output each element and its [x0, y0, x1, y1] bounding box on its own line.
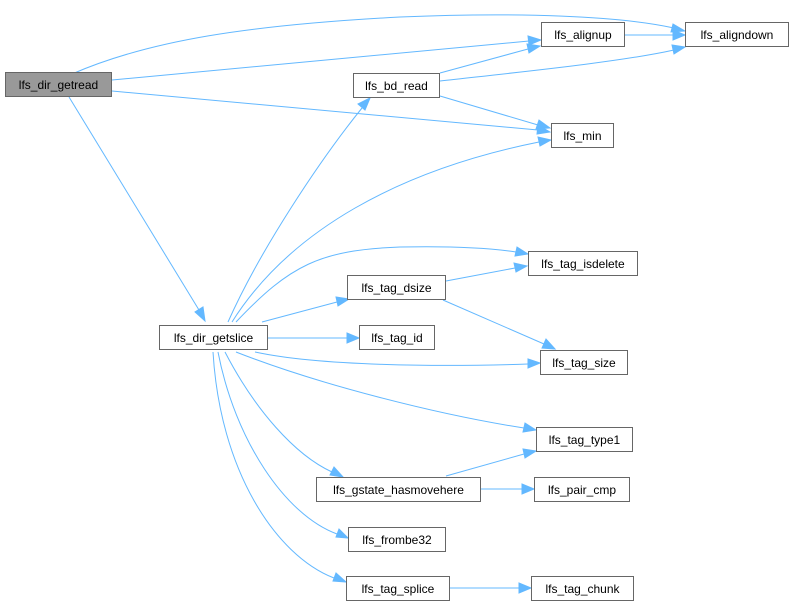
edge-getslice-isdelete-arrow [514, 246, 530, 257]
node-lfs-gstate-hasmovehere[interactable]: lfs_gstate_hasmovehere [316, 477, 481, 502]
edge-getslice-hasmovehere [224, 351, 333, 473]
edge-dsize-isdelete [445, 267, 516, 282]
edge-getslice-tagid-arrow [346, 332, 361, 344]
edge-hasmovehere-type1-arrow [522, 448, 538, 459]
edge-hasmovehere-type1 [445, 453, 525, 477]
node-lfs-tag-dsize[interactable]: lfs_tag_dsize [347, 275, 446, 300]
edge-getslice-min-arrow [537, 136, 553, 147]
node-lfs-pair-cmp[interactable]: lfs_pair_cmp [534, 477, 630, 502]
edge-getread-getslice-arrow [194, 306, 206, 323]
edge-getread-alignup-arrow [527, 35, 543, 46]
edge-getread-alignup [111, 40, 530, 81]
edge-bdread-aligndown-arrow [671, 44, 687, 55]
edge-bdread-min-arrow [535, 119, 552, 130]
edge-getread-min [111, 90, 539, 131]
edge-getread-aligndown-arrow [670, 23, 687, 33]
node-lfs-frombe32[interactable]: lfs_frombe32 [348, 527, 446, 552]
edge-dsize-tagsize [442, 299, 545, 345]
edge-getslice-bdread [227, 107, 363, 323]
edge-getslice-hasmovehere-arrow [329, 466, 345, 478]
edge-splice-chunk-arrow [518, 582, 533, 594]
edge-alignup-aligndown-arrow [672, 29, 687, 41]
edge-bdread-alignup [439, 48, 529, 74]
node-lfs-min[interactable]: lfs_min [551, 123, 614, 148]
edge-getslice-bdread-arrow [357, 96, 371, 111]
node-lfs-tag-size[interactable]: lfs_tag_size [540, 350, 628, 375]
edge-getslice-isdelete [235, 246, 517, 323]
node-lfs-bd-read[interactable]: lfs_bd_read [353, 73, 440, 98]
edge-getread-aligndown [71, 14, 675, 75]
node-lfs-alignup[interactable]: lfs_alignup [541, 22, 625, 47]
edge-bdread-alignup-arrow [526, 43, 542, 54]
edge-getslice-dsize [261, 301, 338, 323]
edge-getslice-min [231, 141, 540, 323]
edge-dsize-tagsize-arrow [541, 338, 557, 350]
edge-getslice-splice-arrow [332, 572, 348, 583]
edge-getslice-frombe32-arrow [335, 528, 350, 539]
edge-getslice-tagsize [254, 351, 529, 366]
edge-getslice-type1-arrow [522, 422, 538, 433]
edge-getread-getslice [68, 96, 200, 311]
edge-bdread-aligndown [439, 49, 675, 82]
node-lfs-tag-isdelete[interactable]: lfs_tag_isdelete [528, 251, 638, 276]
node-lfs-tag-splice[interactable]: lfs_tag_splice [346, 576, 450, 601]
node-lfs-dir-getread: lfs_dir_getread [5, 72, 112, 97]
edge-getslice-dsize-arrow [335, 296, 351, 307]
node-lfs-tag-chunk[interactable]: lfs_tag_chunk [531, 576, 634, 601]
edge-dsize-isdelete-arrow [513, 262, 529, 273]
edge-getslice-tagsize-arrow [527, 358, 542, 369]
edge-hasmovehere-paircmp-arrow [521, 483, 536, 495]
node-lfs-dir-getslice[interactable]: lfs_dir_getslice [159, 325, 268, 350]
edge-getslice-type1 [235, 351, 525, 429]
edge-getslice-splice [212, 351, 335, 579]
node-lfs-tag-id[interactable]: lfs_tag_id [359, 325, 435, 350]
edge-getslice-frombe32 [217, 351, 338, 535]
node-lfs-tag-type1[interactable]: lfs_tag_type1 [536, 427, 633, 452]
edge-bdread-min [439, 95, 539, 126]
node-lfs-aligndown[interactable]: lfs_aligndown [685, 22, 789, 47]
